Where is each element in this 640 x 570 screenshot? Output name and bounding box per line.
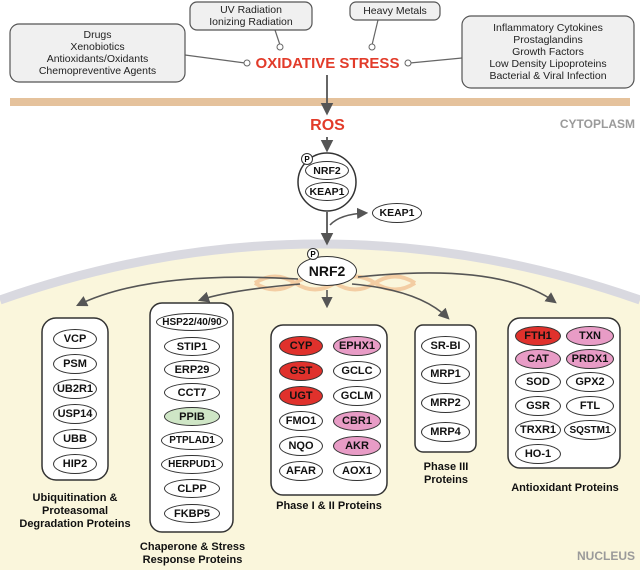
stimulus-heavy-metals: Heavy Metals [363,5,427,17]
protein-cbr1: CBR1 [333,411,381,431]
protein-usp14: USP14 [53,404,97,424]
protein-gsr: GSR [515,396,561,416]
cytoplasm-label: CYTOPLASM [559,117,635,131]
stimulus-box-metals [349,1,441,21]
stimulus-list-metals: Heavy Metals [350,5,440,17]
stimulus-box-drugs [9,23,186,83]
stimulus-list-radiation: UV Radiation Ionizing Radiation [190,4,312,28]
protein-gst: GST [279,361,323,381]
stimulus-prostaglandins: Prostaglandins [513,34,583,46]
protein-ub2r1: UB2R1 [53,379,97,399]
stimulus-ionizing: Ionizing Radiation [209,16,293,28]
phase3-group [414,324,477,453]
phosphate-tag-complex: P [301,153,313,165]
phase3-title: Phase III Proteins [423,461,469,486]
nuclear-nrf2: NRF2 [297,256,357,286]
nucleus-label: NUCLEUS [576,549,635,563]
protein-ptplad1: PTPLAD1 [161,431,223,450]
protein-erp29: ERP29 [164,360,220,379]
protein-cyp: CYP [279,336,323,356]
protein-trxr1: TRXR1 [515,420,561,440]
protein-cct7: CCT7 [164,383,220,402]
complex-nrf2: NRF2 [305,161,349,180]
protein-nqo: NQO [279,436,323,456]
cell-membrane [10,98,630,106]
protein-stip1: STIP1 [164,337,220,356]
protein-akr: AKR [333,436,381,456]
protein-mrp2: MRP2 [421,393,470,413]
stimulus-drugs: Drugs [83,29,112,41]
protein-hsp: HSP22/40/90 [156,313,228,331]
oxidative-stress-label: OXIDATIVE STRESS [255,55,400,72]
antioxidant-title: Antioxidant Proteins [511,482,619,494]
protein-afar: AFAR [279,461,323,481]
chaperone-title: Chaperone & Stress Response Proteins [139,541,246,566]
protein-mrp1: MRP1 [421,364,470,384]
stimulus-chemopreventive: Chemopreventive Agents [38,65,157,77]
protein-hip2: HIP2 [53,454,97,474]
protein-ubb: UBB [53,429,97,449]
stimulus-xenobiotics: Xenobiotics [70,41,125,53]
protein-gpx2: GPX2 [566,372,614,392]
protein-ugt: UGT [279,386,323,406]
stimulus-ldl: Low Density Lipoproteins [489,58,607,70]
protein-aox1: AOX1 [333,461,381,481]
protein-psm: PSM [53,354,97,374]
protein-cat: CAT [515,349,561,369]
protein-clpp: CLPP [164,479,220,498]
stimulus-cytokines: Inflammatory Cytokines [493,22,603,34]
stimulus-infection: Bacterial & Viral Infection [489,70,607,82]
protein-ftl: FTL [566,396,614,416]
protein-vcp: VCP [53,329,97,349]
phosphate-tag-nuclear: P [307,248,319,260]
stimulus-box-radiation [189,1,313,31]
protein-txn: TXN [566,326,614,346]
stimulus-growth-factors: Growth Factors [512,46,584,58]
protein-gclm: GCLM [333,386,381,406]
protein-sqstm1: SQSTM1 [564,420,616,440]
phase12-title: Phase I & II Proteins [276,500,382,512]
stimulus-uv: UV Radiation [220,4,282,16]
stimulus-antioxidants: Antioxidants/Oxidants [46,53,149,65]
protein-herpud1: HERPUD1 [161,455,223,474]
protein-ppib: PPIB [164,407,220,426]
protein-fth1: FTH1 [515,326,561,346]
protein-sr-bi: SR-BI [421,336,470,356]
ubiquitination-title: Ubiquitination & Proteasomal Degradation… [19,492,131,530]
protein-sod: SOD [515,372,561,392]
stimulus-list-inflammatory: Inflammatory Cytokines Prostaglandins Gr… [462,22,634,82]
stimulus-box-inflammatory [461,15,635,89]
protein-prdx1: PRDX1 [566,349,614,369]
released-keap1: KEAP1 [372,203,422,223]
protein-gclc: GCLC [333,361,381,381]
protein-ho-1: HO-1 [515,444,561,464]
protein-fmo1: FMO1 [279,411,323,431]
stimulus-list-drugs: Drugs Xenobiotics Antioxidants/Oxidants … [10,29,185,77]
nuclear-envelope [0,239,640,305]
protein-mrp4: MRP4 [421,422,470,442]
ros-label: ROS [310,117,345,134]
protein-ephx1: EPHX1 [333,336,381,356]
protein-fkbp5: FKBP5 [164,504,220,523]
complex-keap1: KEAP1 [305,182,349,201]
